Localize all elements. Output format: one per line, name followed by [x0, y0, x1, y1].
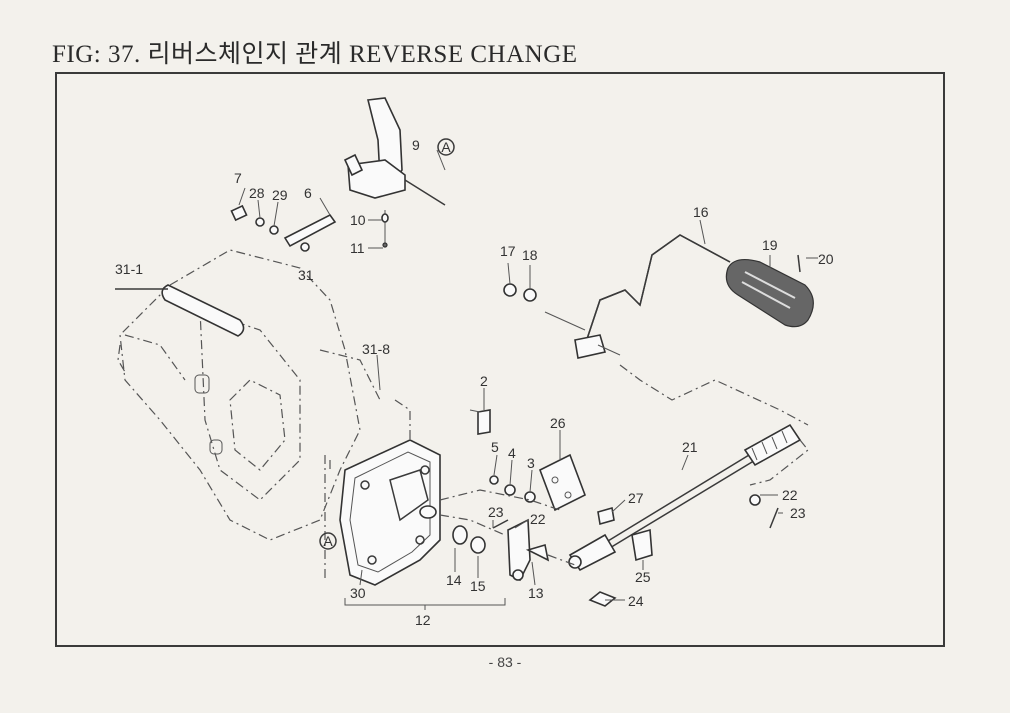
callout-27: 27 — [628, 490, 644, 506]
callout-31-8: 31-8 — [362, 341, 390, 357]
page-title: FIG: 37. 리버스체인지 관계 REVERSE CHANGE — [52, 41, 578, 68]
shaft-31-1 — [115, 284, 245, 337]
guide-lines — [238, 149, 818, 610]
callout-31: 31 — [298, 267, 314, 283]
reference-mark-a: A A — [319, 138, 455, 550]
svg-text:A: A — [323, 533, 333, 549]
callout-20: 20 — [818, 251, 834, 267]
callout-26: 26 — [550, 415, 566, 431]
callout-15: 15 — [470, 578, 486, 594]
callout-16: 16 — [693, 204, 709, 220]
callout-11: 11 — [350, 240, 365, 256]
callout-18: 18 — [522, 247, 538, 263]
callout-28: 28 — [249, 185, 265, 201]
callout-29: 29 — [272, 187, 288, 203]
callout-2: 2 — [480, 373, 488, 389]
grip-19 — [725, 254, 814, 328]
callout-22: 22 — [530, 511, 546, 527]
shift-fork-9 — [343, 97, 446, 206]
page-number: - 83 - — [488, 654, 522, 670]
cover-plate — [324, 439, 441, 586]
svg-text:A: A — [441, 139, 451, 155]
callout-13: 13 — [528, 585, 544, 601]
callout-4: 4 — [508, 445, 516, 461]
callout-14: 14 — [446, 572, 462, 588]
callout-23: 23 — [790, 505, 806, 521]
callout-25: 25 — [635, 569, 651, 585]
rod-6-assembly — [230, 204, 389, 252]
callout-labels: 7 28 29 6 31 9 10 11 31-1 17 18 16 19 20… — [115, 137, 834, 628]
callout-24: 24 — [628, 593, 644, 609]
callout-5: 5 — [491, 439, 499, 455]
callout-10: 10 — [350, 212, 366, 228]
reverse-lever-16 — [503, 234, 731, 359]
callout-3: 3 — [527, 455, 535, 471]
callout-6: 6 — [304, 185, 312, 201]
gearbox-housing — [117, 249, 381, 541]
callout-31-1: 31-1 — [115, 261, 143, 277]
callout-12: 12 — [415, 612, 431, 628]
callout-22: 22 — [782, 487, 798, 503]
callout-23: 23 — [488, 504, 504, 520]
callout-21: 21 — [682, 439, 698, 455]
rod-21 — [568, 423, 802, 572]
callout-17: 17 — [500, 243, 516, 259]
callout-19: 19 — [762, 237, 778, 253]
callout-30: 30 — [350, 585, 366, 601]
callout-9: 9 — [412, 137, 420, 153]
callout-7: 7 — [234, 170, 242, 186]
diagram-frame — [55, 72, 945, 647]
